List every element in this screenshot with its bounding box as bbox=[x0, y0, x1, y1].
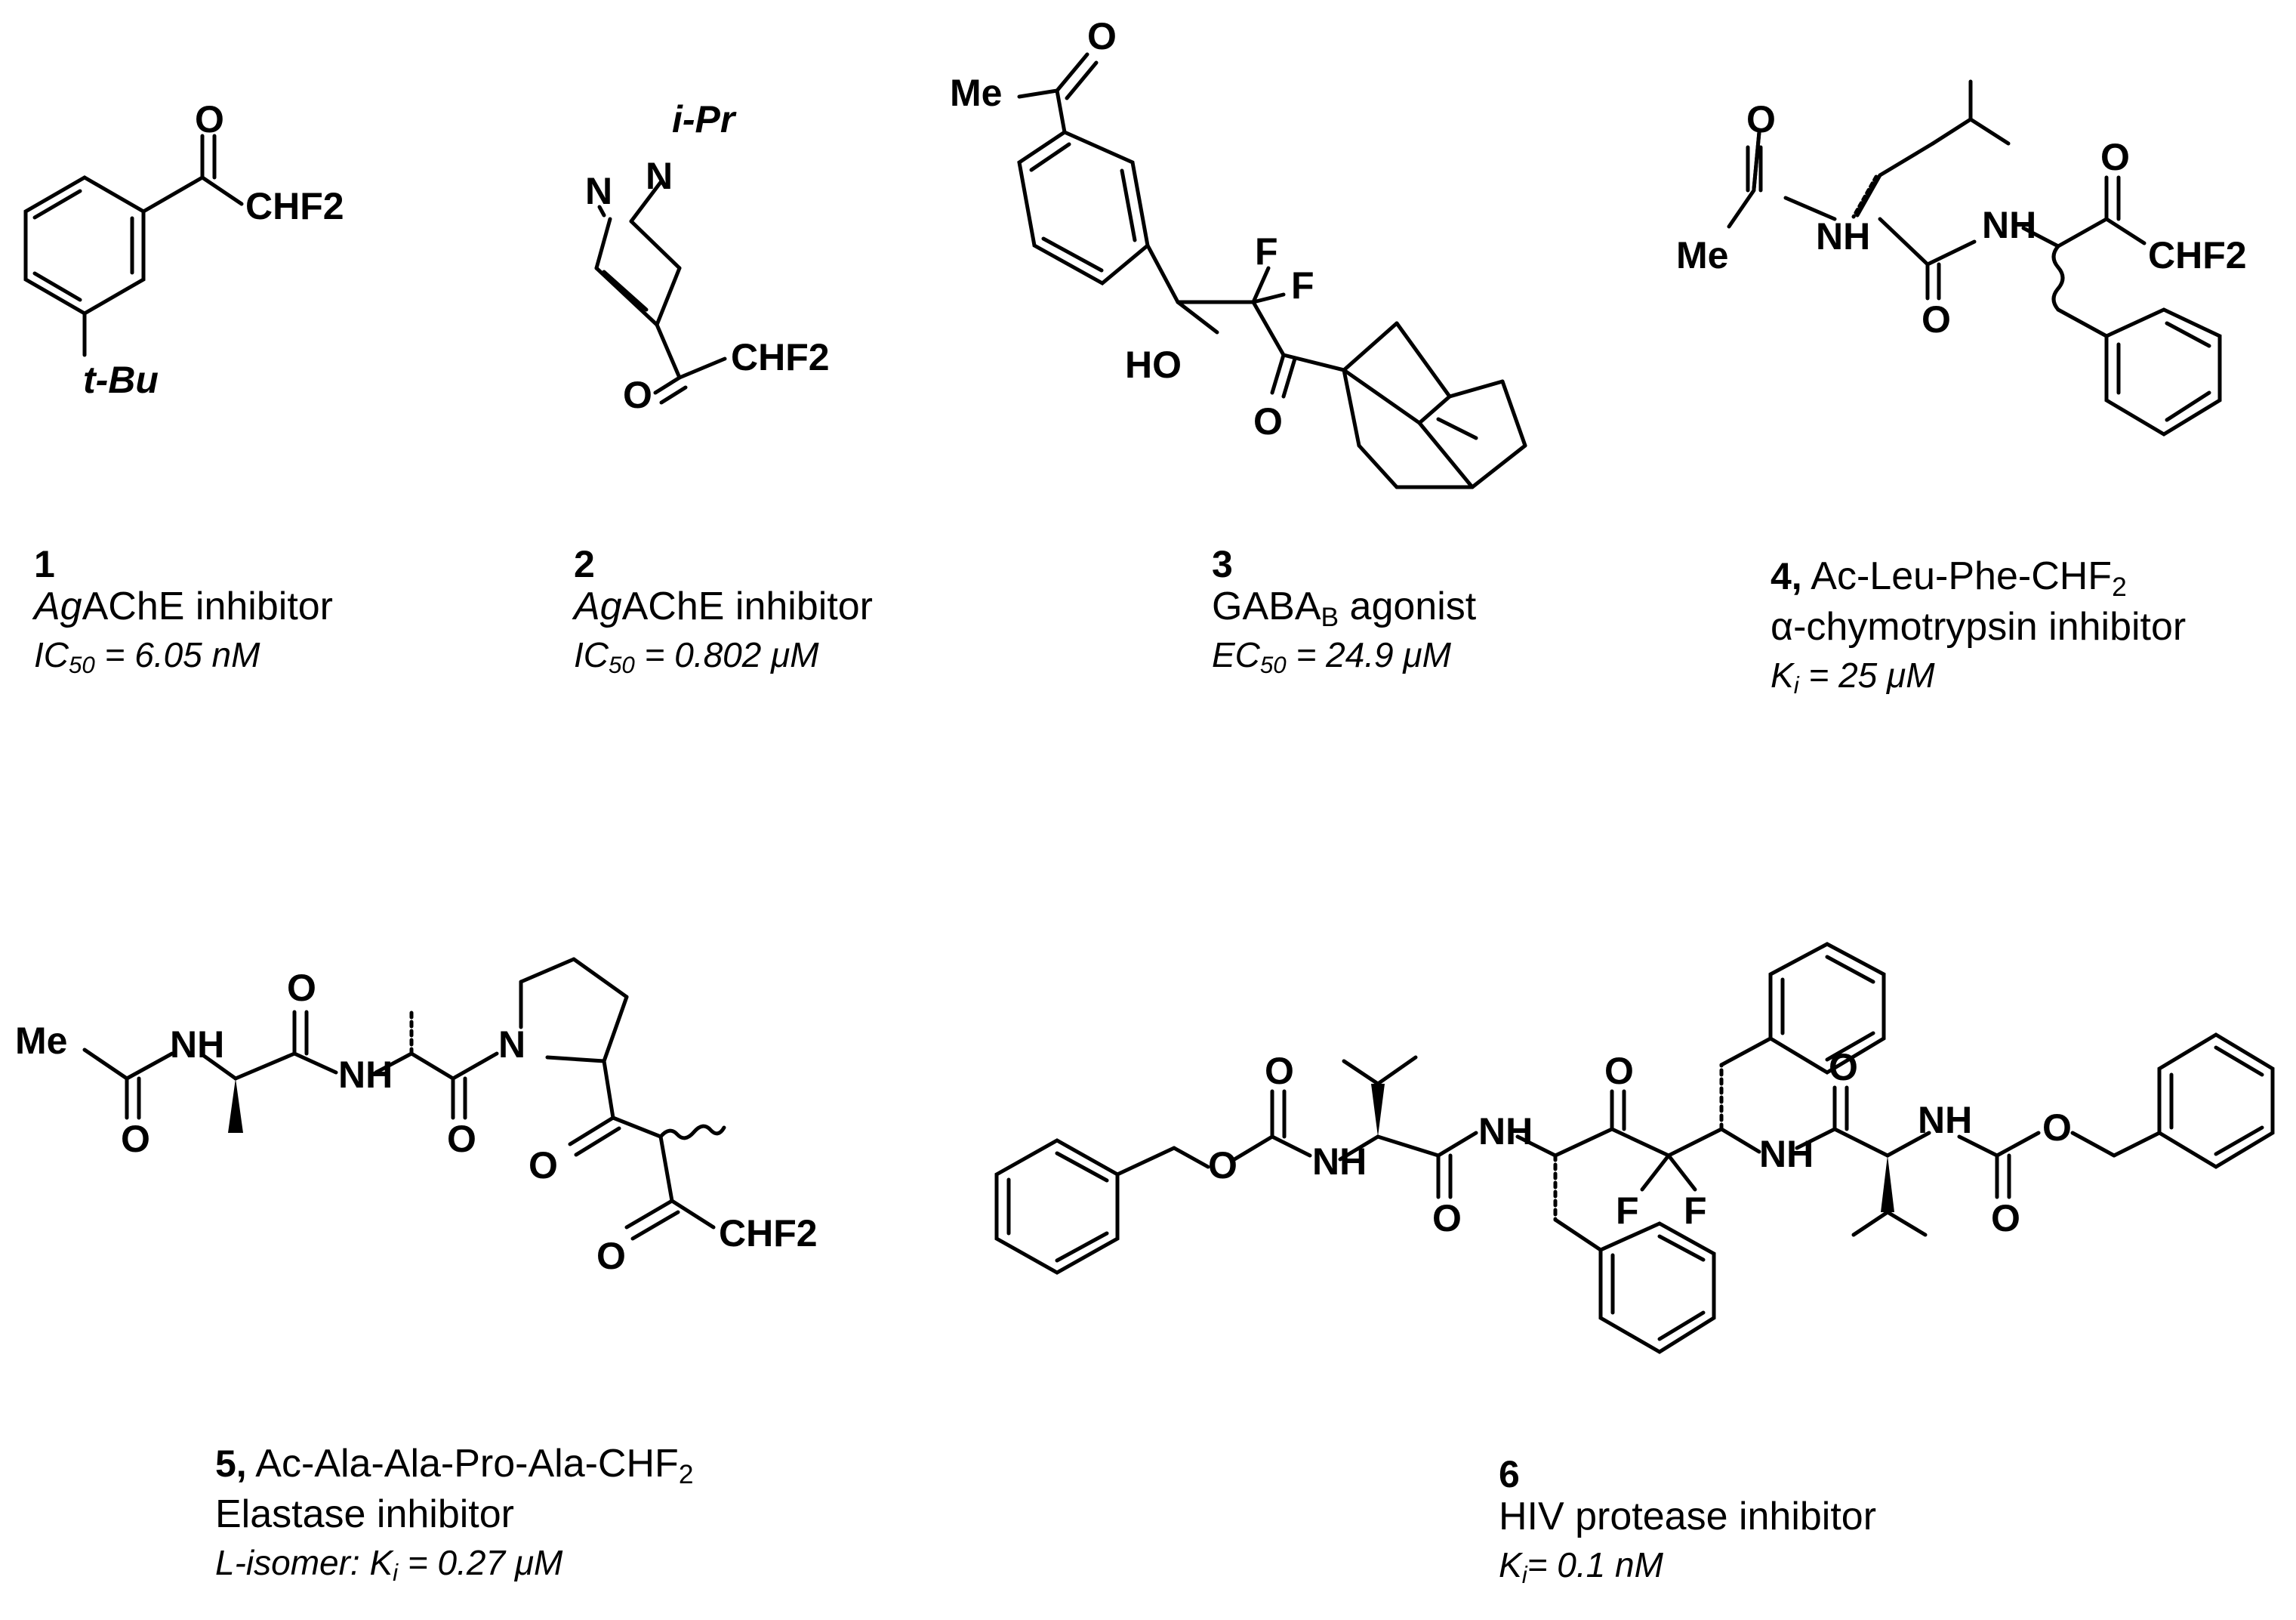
activity-description: GABAB agonist bbox=[1212, 585, 1477, 632]
c6-o2: O bbox=[1265, 1050, 1294, 1092]
caption-2: 2 AgAChE inhibitor IC50 = 0.802 μM bbox=[574, 543, 873, 678]
c4-o2: O bbox=[1922, 298, 1951, 341]
benzene-ring-bottom bbox=[1598, 1221, 1716, 1354]
potency-value: IC50 = 6.05 nM bbox=[34, 635, 260, 678]
c5-n: N bbox=[498, 1023, 525, 1066]
activity-description: AgAChE inhibitor bbox=[574, 585, 873, 628]
c6-nh4: NH bbox=[1918, 1099, 1972, 1141]
c2-o: O bbox=[623, 374, 652, 416]
pyrrolidine-ring bbox=[519, 957, 629, 1063]
c4-nh2: NH bbox=[1982, 204, 2036, 246]
potency-value: Ki= 0.1 nM bbox=[1499, 1545, 1663, 1588]
caption-3: 3 GABAB agonist EC50 = 24.9 μM bbox=[1212, 543, 1477, 678]
structure-4 bbox=[1727, 79, 2222, 437]
c4-nh1: NH bbox=[1816, 215, 1870, 258]
activity-description: AgAChE inhibitor bbox=[34, 585, 333, 628]
c6-o5: O bbox=[1829, 1046, 1858, 1088]
structure-1 bbox=[23, 134, 244, 357]
c1-tbu: t-Bu bbox=[83, 359, 159, 401]
c5-me: Me bbox=[15, 1020, 67, 1062]
c4-o3: O bbox=[2100, 136, 2130, 178]
compound-number: 2 bbox=[574, 543, 595, 585]
structure-6 bbox=[994, 942, 2275, 1354]
c2-ipr: i-Pr bbox=[672, 98, 737, 140]
benzene-ring bbox=[2104, 307, 2222, 437]
c3-f1: F bbox=[1255, 230, 1278, 273]
c5-nh1: NH bbox=[170, 1023, 224, 1066]
caption-4: 4, Ac-Leu-Phe-CHF2 α-chymotrypsin inhibi… bbox=[1771, 554, 2187, 699]
c5-o1: O bbox=[121, 1118, 150, 1160]
c1-chf2: CHF2 bbox=[245, 185, 344, 227]
structure-3 bbox=[1017, 52, 1527, 489]
c6-o7: O bbox=[2042, 1106, 2072, 1149]
c6-nh2: NH bbox=[1478, 1110, 1533, 1153]
potency-value: EC50 = 24.9 μM bbox=[1212, 635, 1451, 678]
c6-f2: F bbox=[1684, 1190, 1707, 1232]
potency-value: Ki = 25 μM bbox=[1771, 656, 1935, 699]
caption-6: 6 HIV protease inhibitor Ki= 0.1 nM bbox=[1499, 1453, 1877, 1588]
adamantyl bbox=[1342, 321, 1527, 489]
c6-f1: F bbox=[1616, 1190, 1639, 1232]
compound-title: 4, Ac-Leu-Phe-CHF2 bbox=[1771, 554, 2127, 602]
compound-number: 3 bbox=[1212, 543, 1233, 585]
benzene-ring bbox=[23, 175, 146, 316]
benzene-ring-top bbox=[1768, 942, 1886, 1075]
c4-me: Me bbox=[1676, 234, 1728, 276]
c1-o: O bbox=[195, 98, 224, 140]
c3-f2: F bbox=[1291, 264, 1314, 307]
c3-ho: HO bbox=[1125, 344, 1182, 386]
potency-value: L-isomer: Ki = 0.27 μM bbox=[215, 1543, 563, 1587]
c6-o4: O bbox=[1604, 1050, 1634, 1092]
compound-number: 6 bbox=[1499, 1453, 1520, 1495]
c6-o6: O bbox=[1991, 1197, 2020, 1239]
c4-chf2: CHF2 bbox=[2148, 234, 2247, 276]
caption-1: 1 AgAChE inhibitor IC50 = 6.05 nM bbox=[34, 543, 333, 678]
c5-o3: O bbox=[447, 1118, 476, 1160]
c6-o1: O bbox=[1208, 1144, 1237, 1186]
c6-nh3: NH bbox=[1759, 1133, 1814, 1175]
c3-me: Me bbox=[950, 72, 1002, 114]
benzene-ring bbox=[1017, 130, 1150, 286]
c2-n2: N bbox=[585, 170, 612, 212]
c2-chf2: CHF2 bbox=[731, 336, 830, 378]
c5-o2: O bbox=[287, 967, 316, 1009]
c6-o3: O bbox=[1432, 1197, 1462, 1239]
compound-number: 1 bbox=[34, 543, 55, 585]
structure-2 bbox=[594, 179, 727, 405]
c5-o4: O bbox=[529, 1144, 558, 1186]
c3-o2: O bbox=[1253, 400, 1283, 443]
c4-o1: O bbox=[1746, 98, 1776, 140]
activity-description: α-chymotrypsin inhibitor bbox=[1771, 605, 2187, 650]
activity-description: HIV protease inhibitor bbox=[1499, 1495, 1877, 1538]
atom-labels: O CHF2 t-Bu i-Pr N N O CHF2 Me O HO F F … bbox=[15, 15, 2247, 1277]
benzene-ring-right bbox=[2157, 1032, 2275, 1169]
c6-nh1: NH bbox=[1312, 1140, 1367, 1183]
c3-o1: O bbox=[1087, 15, 1117, 57]
benzene-ring-left bbox=[994, 1138, 1120, 1275]
c5-o5: O bbox=[596, 1235, 626, 1277]
structure-5 bbox=[82, 957, 726, 1241]
caption-5: 5, Ac-Ala-Ala-Pro-Ala-CHF2 Elastase inhi… bbox=[215, 1442, 694, 1587]
c5-nh2: NH bbox=[338, 1054, 393, 1096]
c2-n1: N bbox=[646, 155, 673, 197]
compound-title: 5, Ac-Ala-Ala-Pro-Ala-CHF2 bbox=[215, 1442, 694, 1489]
potency-value: IC50 = 0.802 μM bbox=[574, 635, 819, 678]
c5-chf2: CHF2 bbox=[719, 1212, 818, 1254]
activity-description: Elastase inhibitor bbox=[215, 1492, 514, 1537]
